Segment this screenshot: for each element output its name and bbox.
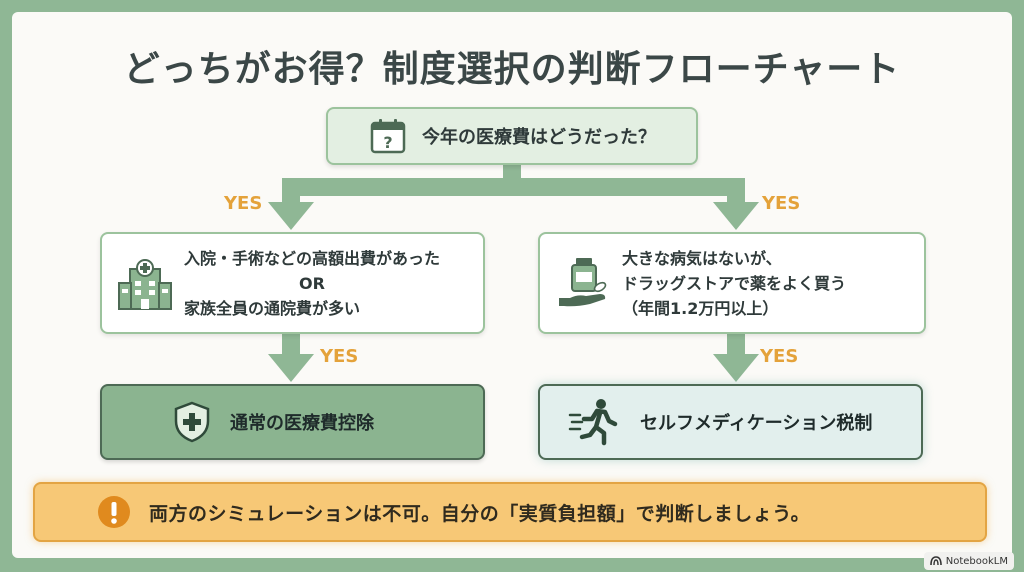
notebooklm-watermark: NotebookLM	[923, 552, 1014, 570]
connector-drop-right	[727, 178, 745, 204]
exclamation-icon	[97, 495, 131, 529]
arrowhead-right-bottom	[713, 354, 759, 382]
right-condition-line-2: ドラッグストアで薬をよく買う	[622, 273, 847, 293]
arrowhead-left-bottom	[268, 354, 314, 382]
calendar-question-icon: ?	[368, 116, 408, 156]
connector-drop-left	[282, 178, 300, 204]
arrowhead-right-top	[713, 202, 759, 230]
hospital-icon	[116, 253, 174, 313]
right-condition-text: 大きな病気はないが、 ドラッグストアで薬をよく買う （年間1.2万円以上）	[622, 246, 846, 321]
right-condition-line-1: 大きな病気はないが、	[622, 248, 782, 268]
left-condition-line-3: 家族全員の通院費が多い	[184, 298, 361, 318]
connector-left-mid	[282, 334, 300, 356]
right-condition-line-3: （年間1.2万円以上）	[622, 298, 779, 318]
left-result-node: 通常の医療費控除	[100, 384, 485, 460]
shield-plus-icon	[172, 400, 212, 444]
arrowhead-left-top	[268, 202, 314, 230]
left-condition-text: 入院・手術などの高額出費があった OR 家族全員の通院費が多い	[184, 246, 440, 321]
watermark-text: NotebookLM	[945, 555, 1008, 567]
question-label: 今年の医療費はどうだった？	[422, 127, 656, 148]
right-condition-node: 大きな病気はないが、 ドラッグストアで薬をよく買う （年間1.2万円以上）	[538, 232, 926, 334]
left-condition-node: 入院・手術などの高額出費があった OR 家族全員の通院費が多い	[100, 232, 485, 334]
yes-label-left-bottom: YES	[320, 346, 359, 367]
notebooklm-logo-icon	[929, 556, 942, 566]
yes-label-left-top: YES	[224, 193, 263, 214]
warning-note-text: 両方のシミュレーションは不可。自分の「実質負担額」で判断しましょう。	[149, 502, 811, 525]
connector-right-mid	[727, 334, 745, 356]
warning-note: 両方のシミュレーションは不可。自分の「実質負担額」で判断しましょう。	[33, 482, 987, 542]
right-result-node: セルフメディケーション税制	[538, 384, 923, 460]
yes-label-right-bottom: YES	[760, 346, 799, 367]
yes-label-right-top: YES	[762, 193, 801, 214]
left-condition-line-1: 入院・手術などの高額出費があった	[184, 248, 441, 268]
medicine-hand-icon	[556, 254, 612, 312]
running-person-icon	[568, 397, 620, 447]
page-title: どっちがお得？制度選択の判断フローチャート	[123, 49, 901, 90]
left-result-label: 通常の医療費控除	[230, 413, 374, 434]
question-node: ? 今年の医療費はどうだった？	[326, 107, 698, 165]
svg-text:?: ?	[383, 133, 392, 152]
right-result-label: セルフメディケーション税制	[640, 413, 873, 434]
left-condition-line-2: OR	[299, 273, 325, 293]
connector-horizontal	[282, 178, 745, 196]
